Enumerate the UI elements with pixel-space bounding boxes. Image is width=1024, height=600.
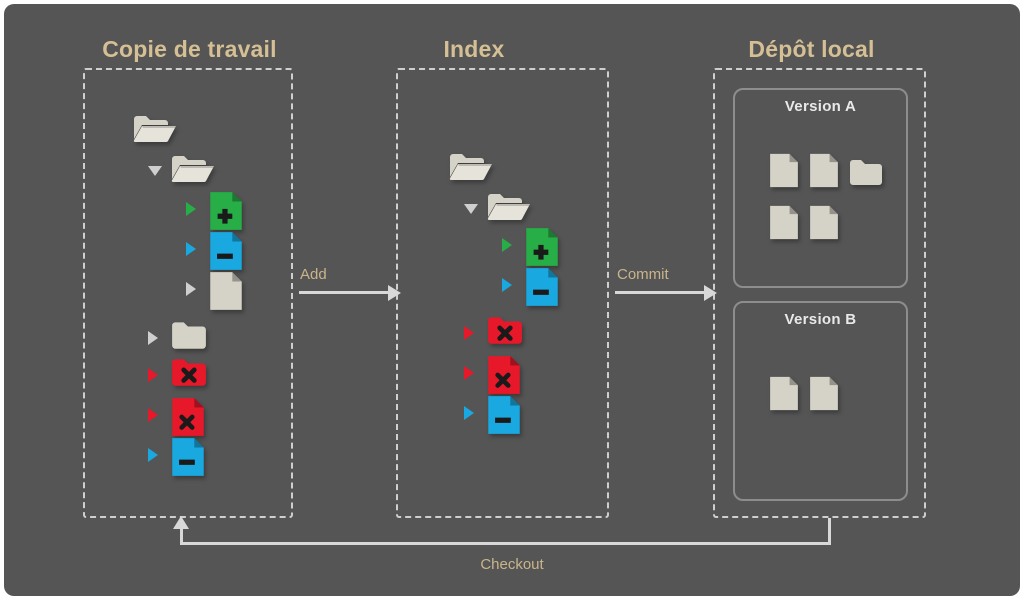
folder-cross-icon — [170, 356, 208, 393]
version-panel-a: Version A — [733, 88, 908, 288]
disclosure-triangle-open — [464, 204, 478, 214]
checkout-line-vertical-left — [180, 528, 183, 545]
add-arrow-line — [299, 291, 389, 294]
checkout-arrow-head — [173, 516, 189, 529]
disclosure-triangle-closed — [186, 242, 196, 256]
disclosure-triangle-closed — [148, 408, 158, 422]
disclosure-triangle-open — [148, 166, 162, 176]
file-cross-icon — [170, 396, 206, 443]
version-a-title: Version A — [784, 98, 857, 115]
column-title-working-copy: Copie de travail — [102, 36, 277, 62]
file-minus-icon — [486, 394, 522, 441]
column-title-repository: Dépôt local — [748, 36, 875, 62]
disclosure-triangle-closed — [186, 202, 196, 216]
checkout-arrow-label: Checkout — [480, 556, 544, 573]
folder-cross-icon — [486, 314, 524, 351]
version-b-title: Version B — [784, 311, 857, 328]
file-icon — [768, 152, 800, 194]
file-icon — [808, 204, 840, 246]
version-panel-b: Version B — [733, 301, 908, 501]
diagram-canvas: Copie de travail Index Dépôt local Versi… — [4, 4, 1020, 596]
disclosure-triangle-closed — [148, 368, 158, 382]
file-icon — [768, 375, 800, 417]
disclosure-triangle-closed — [464, 406, 474, 420]
file-icon — [208, 270, 244, 317]
folder-icon — [170, 319, 208, 356]
file-minus-icon — [208, 230, 244, 277]
checkout-line-vertical-right — [828, 518, 831, 545]
file-plus-icon — [208, 190, 244, 237]
folder-open-icon — [170, 152, 216, 190]
file-icon — [808, 375, 840, 417]
disclosure-triangle-closed — [464, 326, 474, 340]
commit-arrow-line — [615, 291, 705, 294]
file-cross-icon — [486, 354, 522, 401]
folder-open-icon — [448, 150, 494, 188]
file-icon — [808, 152, 840, 194]
file-minus-icon — [170, 436, 206, 483]
file-plus-icon — [524, 226, 560, 273]
folder-open-icon — [486, 190, 532, 228]
disclosure-triangle-closed — [186, 282, 196, 296]
disclosure-triangle-closed — [502, 278, 512, 292]
disclosure-triangle-closed — [464, 366, 474, 380]
commit-arrow-head — [704, 285, 717, 301]
folder-open-icon — [132, 112, 178, 150]
disclosure-triangle-closed — [502, 238, 512, 252]
folder-icon — [848, 157, 884, 192]
file-minus-icon — [524, 266, 560, 313]
column-title-index: Index — [443, 36, 505, 62]
disclosure-triangle-closed — [148, 448, 158, 462]
add-arrow-label: Add — [300, 266, 327, 283]
add-arrow-head — [388, 285, 401, 301]
index-area — [396, 68, 609, 518]
checkout-line-horizontal — [180, 542, 831, 545]
commit-arrow-label: Commit — [617, 266, 669, 283]
disclosure-triangle-closed — [148, 331, 158, 345]
file-icon — [768, 204, 800, 246]
